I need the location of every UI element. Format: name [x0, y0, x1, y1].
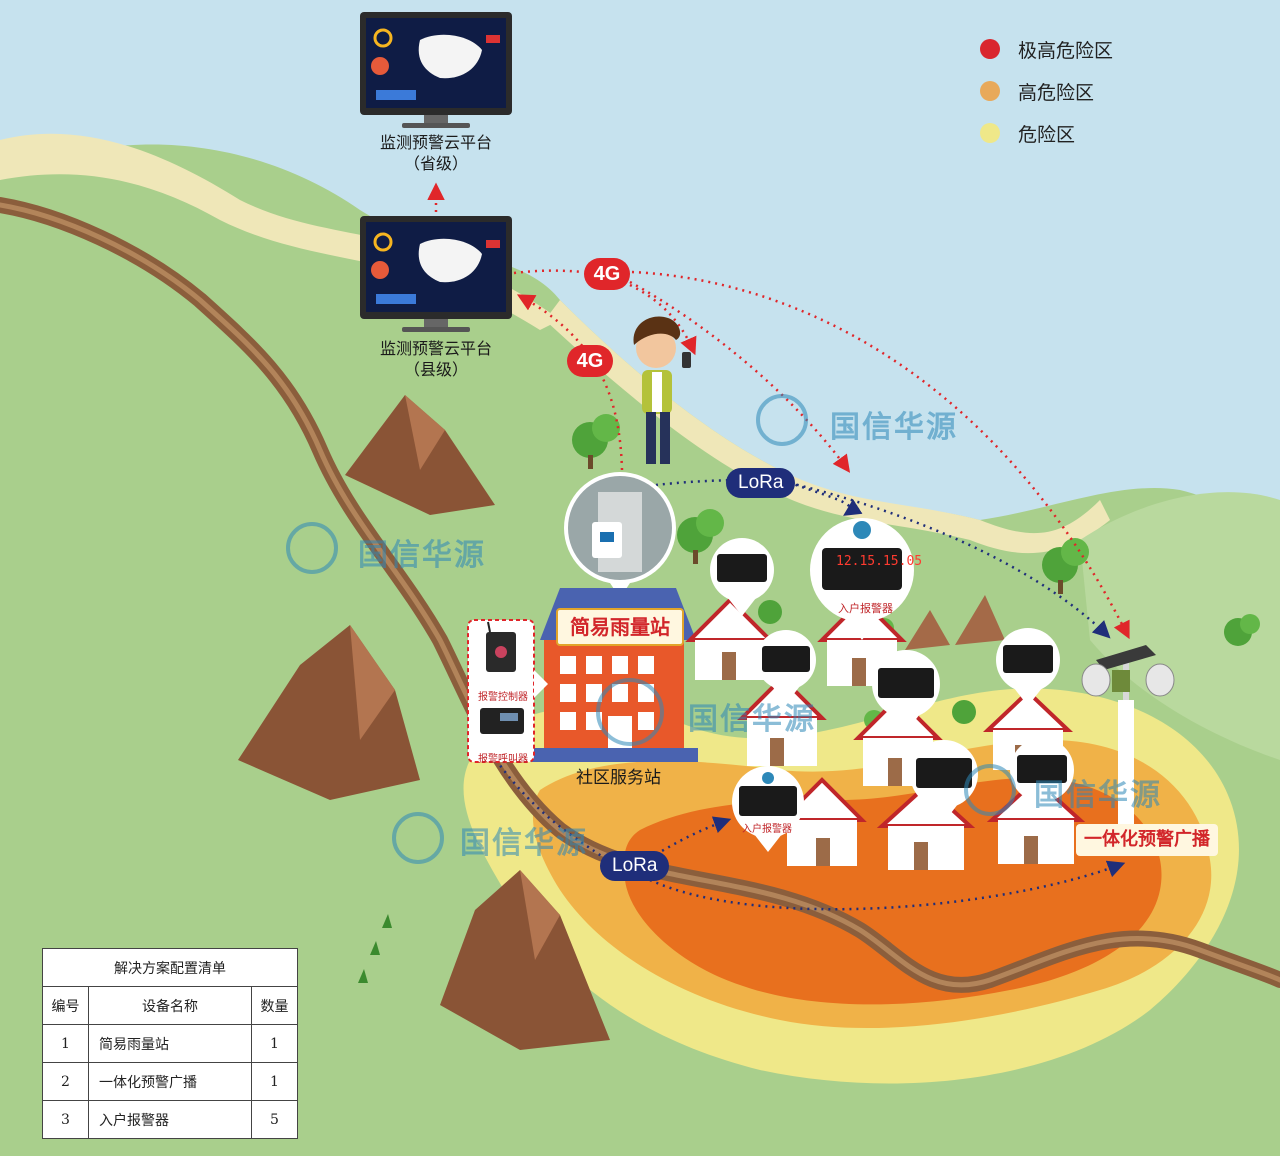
config-cell-name: 简易雨量站 — [87, 1024, 253, 1063]
mountain-small — [905, 595, 1005, 650]
platform-county-title: 监测预警云平台 — [379, 339, 492, 358]
alarm-bubble-5 — [910, 740, 978, 822]
tag-4g-top: 4G — [584, 258, 630, 290]
rain-station-title: 简易雨量站 — [556, 608, 684, 646]
watermark-text: 国信华源 — [460, 826, 588, 861]
mountain-3 — [440, 870, 610, 1050]
right-hill — [1080, 492, 1280, 760]
watermark-logo — [286, 394, 1016, 864]
legend-item-danger: 危险区 — [980, 112, 1113, 154]
tree-3 — [1042, 538, 1089, 594]
link-lora-bottom-alarm — [649, 816, 732, 860]
table-row: 2 一体化预警广播 1 — [42, 1062, 298, 1101]
broadcast-label: 一体化预警广播 — [1076, 824, 1218, 856]
config-cell-no: 3 — [42, 1100, 89, 1139]
community-station-caption: 社区服务站 — [576, 768, 661, 788]
household-alarm-label-small: 入户报警器 — [742, 824, 792, 835]
config-cell-no: 1 — [42, 1024, 89, 1063]
link-4g-to-broadcast — [631, 270, 1130, 640]
config-header-qty: 数量 — [251, 986, 298, 1025]
platform-province-level: （省级） — [403, 154, 468, 173]
broadcast-pole — [1081, 645, 1175, 830]
monitor-county — [360, 216, 512, 332]
link-lora-bottom-broadcast — [649, 860, 1126, 911]
tag-4g-station: 4G — [567, 345, 613, 377]
house-1 — [685, 597, 775, 680]
tree-1 — [572, 414, 620, 469]
legend-dot-high — [980, 81, 1000, 101]
alarm-caller-label: 报警呼叫器 — [478, 754, 528, 765]
mountain-1 — [345, 395, 495, 515]
alarm-bubble-large — [810, 518, 914, 640]
legend-label-danger: 危险区 — [1018, 123, 1076, 146]
legend: 极高危险区 高危险区 危险区 — [980, 28, 1113, 154]
config-table-title: 解决方案配置清单 — [42, 948, 298, 987]
config-cell-qty: 1 — [251, 1024, 298, 1063]
watermark-3: 国信华源 — [680, 694, 816, 738]
config-cell-qty: 5 — [251, 1100, 298, 1139]
config-cell-qty: 1 — [251, 1062, 298, 1101]
legend-label-high: 高危险区 — [1018, 81, 1095, 104]
legend-dot-extreme — [980, 39, 1000, 59]
tag-lora-bottom: LoRa — [600, 851, 670, 881]
tree-4 — [1224, 614, 1260, 646]
legend-item-extreme: 极高危险区 — [980, 28, 1113, 70]
table-row: 1 简易雨量站 1 — [42, 1024, 298, 1063]
legend-dot-danger — [980, 123, 1000, 143]
alarm-bubble-7 — [732, 766, 804, 852]
rain-gauge-bubble — [564, 472, 676, 598]
house-6 — [777, 777, 867, 866]
sand-coast — [545, 300, 1110, 554]
config-header-name: 设备名称 — [87, 986, 253, 1025]
watermark-4: 国信华源 — [1026, 770, 1162, 814]
link-county-to-4g — [513, 269, 584, 275]
watermark-1: 国信华源 — [822, 402, 958, 446]
road-edge — [0, 202, 1280, 988]
house-7 — [876, 783, 976, 870]
alarm-bubble-4 — [996, 628, 1060, 706]
watermark-text: 国信华源 — [688, 702, 816, 737]
watermark-2: 国信华源 — [350, 530, 486, 574]
watermark-text: 国信华源 — [358, 538, 486, 573]
house-3 — [737, 675, 827, 766]
watermark-5: 国信华源 — [452, 818, 588, 862]
table-row: 3 入户报警器 5 — [42, 1100, 298, 1139]
platform-county-label: 监测预警云平台 （县级） — [346, 338, 526, 380]
watermark-text: 国信华源 — [830, 410, 958, 445]
platform-province-title: 监测预警云平台 — [379, 133, 492, 152]
config-header-no: 编号 — [42, 986, 89, 1025]
config-cell-no: 2 — [42, 1062, 89, 1101]
monitor-province — [360, 12, 512, 128]
household-alarm-display: 12.15.15.05 — [836, 554, 923, 569]
watermark-text: 国信华源 — [1034, 778, 1162, 813]
platform-province-label: 监测预警云平台 （省级） — [346, 132, 526, 174]
config-cell-name: 一体化预警广播 — [87, 1062, 253, 1101]
tag-lora-top: LoRa — [726, 468, 796, 498]
alarm-panel — [467, 619, 548, 763]
config-cell-name: 入户报警器 — [87, 1100, 253, 1139]
legend-label-extreme: 极高危险区 — [1018, 39, 1114, 62]
alarm-controller-label: 报警控制器 — [478, 692, 528, 703]
platform-county-level: （县级） — [403, 360, 468, 379]
config-table-title-row: 解决方案配置清单 — [42, 948, 298, 987]
tree-2 — [677, 509, 724, 564]
household-alarm-label-large: 入户报警器 — [838, 602, 893, 615]
alarm-bubble-3 — [872, 650, 940, 732]
alarm-bubble-1 — [710, 538, 774, 616]
sand-strip — [0, 133, 560, 330]
grass — [358, 914, 392, 983]
config-table-header-row: 编号 设备名称 数量 — [42, 986, 298, 1025]
alarm-bubble-6 — [1010, 738, 1074, 816]
alarm-bubble-2 — [756, 630, 816, 704]
link-4g-to-person — [629, 283, 697, 356]
mountain-2 — [238, 625, 420, 800]
person-with-phone — [633, 316, 691, 464]
legend-item-high: 高危险区 — [980, 70, 1113, 112]
config-table: 解决方案配置清单 编号 设备名称 数量 1 简易雨量站 1 2 一体化预警广播 … — [42, 948, 298, 1139]
